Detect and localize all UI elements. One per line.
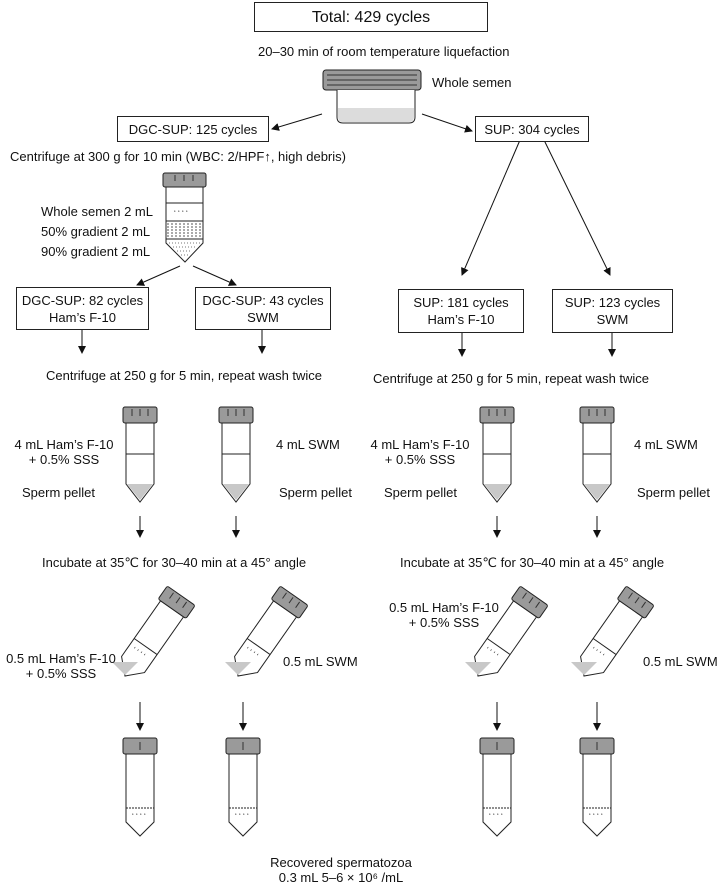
incubate-label-left: Incubate at 35℃ for 30–40 min at a 45° a… (42, 555, 307, 570)
medium-ham-left: 4 mL Ham’s F-10 + 0.5% SSS (4, 437, 124, 467)
final-tube-3: ʻ ʻ ʻ ʻ (479, 737, 515, 837)
sup-box: SUP: 304 cycles (475, 116, 589, 142)
sub-box-line1: SUP: 123 cycles (564, 295, 661, 310)
tilted-ham-right: 0.5 mL Ham’s F-10 + 0.5% SSS (383, 600, 505, 630)
medium-swm-left: 4 mL SWM (276, 437, 340, 452)
whole-semen-beaker (322, 69, 422, 124)
wash-tube-4 (579, 406, 615, 503)
whole-semen-label: Whole semen (432, 75, 512, 90)
final-tube-2: ʻ ʻ ʻ ʻ (225, 737, 261, 837)
arrow-to-dgc-swm (192, 265, 237, 286)
arrow-to-sup (421, 113, 473, 133)
tilted-ham-line1: 0.5 mL Ham’s F-10 (6, 651, 116, 666)
sub-box-sup-swm: SUP: 123 cycles SWM (552, 289, 673, 333)
medium-swm-right: 4 mL SWM (634, 437, 698, 452)
wash-label-right: Centrifuge at 250 g for 5 min, repeat wa… (373, 371, 650, 386)
sup-box-label: SUP: 304 cycles (484, 121, 580, 137)
sub-box-line1: DGC-SUP: 43 cycles (202, 292, 324, 308)
tilted-ham-line1: 0.5 mL Ham’s F-10 (389, 600, 499, 615)
tilted-tube-4: ʻ ʻ ʻ ʻ (571, 586, 654, 677)
tilted-swm-right: 0.5 mL SWM (643, 654, 718, 669)
arrow-to-dgc-ham (136, 265, 181, 286)
recovered-line1: Recovered spermatozoa (270, 855, 412, 870)
dgc-sup-box-label: DGC-SUP: 125 cycles (128, 121, 258, 137)
medium-ham-line1: 4 mL Ham’s F-10 (370, 437, 470, 452)
wash-tube-1 (122, 406, 158, 503)
tilted-ham-left: 0.5 mL Ham’s F-10 + 0.5% SSS (0, 651, 122, 681)
tilted-ham-line2: + 0.5% SSS (25, 666, 97, 681)
tilted-swm-left: 0.5 mL SWM (283, 654, 358, 669)
wash-tube-2 (218, 406, 254, 503)
arrow-to-sup-swm (543, 139, 611, 276)
arrow-to-dgc (271, 113, 323, 131)
gradient-tube: ʻ ʻ ʻ ʻ (162, 172, 207, 263)
medium-ham-line1: 4 mL Ham’s F-10 (14, 437, 114, 452)
total-box: Total: 429 cycles (254, 2, 488, 32)
recovered-block: Recovered spermatozoa 0.3 mL 5–6 × 10⁶ /… (261, 855, 421, 885)
final-tube-4: ʻ ʻ ʻ ʻ (579, 737, 615, 837)
pellet-label-4: Sperm pellet (637, 485, 710, 500)
wash-tube-3 (479, 406, 515, 503)
wash-label-left: Centrifuge at 250 g for 5 min, repeat wa… (46, 368, 323, 383)
final-tube-1: ʻ ʻ ʻ ʻ (122, 737, 158, 837)
svg-text:ʻ ʻ ʻ ʻ: ʻ ʻ ʻ ʻ (174, 209, 188, 218)
medium-ham-line2: + 0.5% SSS (384, 452, 456, 467)
tilted-tube-3: ʻ ʻ ʻ ʻ (465, 586, 548, 677)
sub-box-dgc-swm: DGC-SUP: 43 cycles SWM (195, 287, 331, 330)
dgc-centrifuge-label: Centrifuge at 300 g for 10 min (WBC: 2/H… (10, 149, 346, 164)
tilted-ham-line2: + 0.5% SSS (408, 615, 480, 630)
pellet-label-1: Sperm pellet (22, 485, 95, 500)
sub-box-line2: Ham’s F-10 (49, 309, 116, 325)
svg-text:ʻ ʻ ʻ ʻ: ʻ ʻ ʻ ʻ (589, 812, 603, 821)
recovered-line2: 0.3 mL 5–6 × 10⁶ /mL (278, 870, 404, 885)
sub-box-line2: Ham’s F-10 (427, 312, 495, 327)
dgc-sup-box: DGC-SUP: 125 cycles (117, 116, 269, 142)
gradient-label-90: 90% gradient 2 mL (41, 244, 151, 259)
liquefaction-label: 20–30 min of room temperature liquefacti… (258, 44, 510, 59)
sub-box-line2: SWM (247, 309, 279, 325)
gradient-label-50: 50% gradient 2 mL (41, 224, 151, 239)
medium-ham-right: 4 mL Ham’s F-10 + 0.5% SSS (360, 437, 480, 467)
gradient-label-whole: Whole semen 2 mL (41, 204, 153, 219)
sub-box-line1: DGC-SUP: 82 cycles (21, 292, 144, 308)
tilted-tube-1: ʻ ʻ ʻ ʻ (112, 586, 195, 677)
pellet-label-3: Sperm pellet (384, 485, 457, 500)
incubate-label-right: Incubate at 35℃ for 30–40 min at a 45° a… (400, 555, 665, 570)
tilted-tube-2: ʻ ʻ ʻ ʻ (225, 586, 308, 677)
sub-box-line2: SWM (596, 312, 629, 327)
svg-text:ʻ ʻ ʻ ʻ: ʻ ʻ ʻ ʻ (489, 812, 503, 821)
svg-text:ʻ ʻ ʻ ʻ: ʻ ʻ ʻ ʻ (132, 812, 146, 821)
sub-box-sup-ham: SUP: 181 cycles Ham’s F-10 (398, 289, 524, 333)
pellet-label-2: Sperm pellet (279, 485, 352, 500)
arrow-to-sup-ham (461, 139, 521, 276)
svg-text:ʻ ʻ ʻ ʻ: ʻ ʻ ʻ ʻ (235, 812, 249, 821)
sub-box-line1: SUP: 181 cycles (413, 295, 509, 310)
medium-ham-line2: + 0.5% SSS (28, 452, 100, 467)
total-label: Total: 429 cycles (311, 8, 431, 26)
sub-box-dgc-ham: DGC-SUP: 82 cycles Ham’s F-10 (16, 287, 149, 330)
